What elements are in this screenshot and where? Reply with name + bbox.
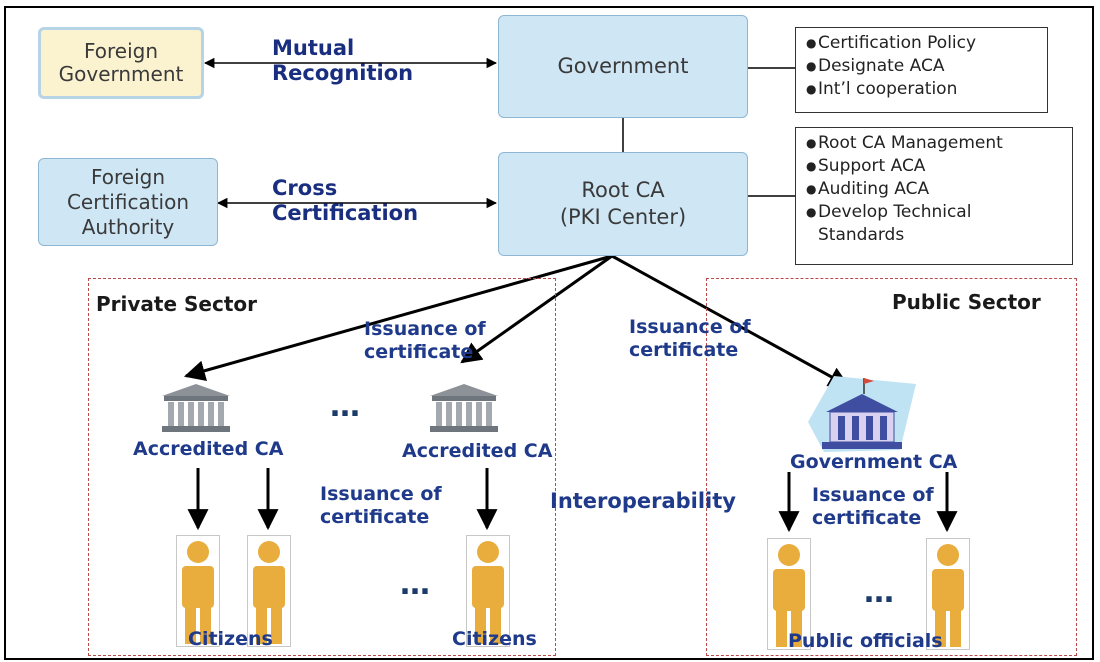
issuance-label-public: Issuance of certificate bbox=[629, 316, 751, 361]
private-sector-title: Private Sector bbox=[96, 292, 257, 316]
citizen-person-icon bbox=[466, 535, 510, 647]
root-ca-roles-list: ●Root CA Management ●Support ACA ●Auditi… bbox=[795, 127, 1073, 265]
public-officials-label: Public officials bbox=[788, 630, 943, 652]
root-ca-role-item: ●Root CA Management bbox=[806, 133, 1003, 153]
mutual-recognition-label: Mutual Recognition bbox=[272, 36, 414, 86]
issuance-label-officials: Issuance of certificate bbox=[812, 484, 934, 529]
government-role-item: ●Int’l cooperation bbox=[806, 79, 958, 99]
ca-ellipsis: … bbox=[330, 389, 362, 424]
government-node: Government bbox=[498, 15, 748, 118]
bank-building-icon bbox=[162, 384, 230, 432]
official-person-icon bbox=[926, 538, 970, 650]
root-ca-node: Root CA (PKI Center) bbox=[498, 152, 748, 256]
accredited-ca-2-label: Accredited CA bbox=[402, 440, 553, 462]
issuance-arrow-ca2 bbox=[460, 254, 613, 364]
root-ca-role-item: ●Develop Technical Standards bbox=[806, 202, 972, 245]
citizen-person-icon bbox=[176, 535, 220, 647]
diagram-frame bbox=[4, 6, 1094, 660]
officials-ellipsis: … bbox=[864, 575, 896, 610]
cross-certification-label: Cross Certification bbox=[272, 176, 419, 226]
bank-building-icon bbox=[430, 384, 498, 432]
citizens-2-label: Citizens bbox=[452, 628, 537, 650]
public-sector-region bbox=[706, 278, 1077, 656]
issuance-arrow-government-ca bbox=[611, 254, 850, 388]
root-ca-role-item: ●Auditing ACA bbox=[806, 179, 930, 199]
official-person-icon bbox=[767, 538, 811, 650]
citizens-1-label: Citizens bbox=[188, 628, 273, 650]
root-ca-role-item: ●Support ACA bbox=[806, 156, 926, 176]
foreign-ca-node: Foreign Certification Authority bbox=[38, 158, 218, 246]
issuance-label-citizens: Issuance of certificate bbox=[320, 483, 442, 528]
issuance-label-private: Issuance of certificate bbox=[364, 318, 486, 363]
public-sector-title: Public Sector bbox=[892, 290, 1041, 314]
citizen-person-icon bbox=[247, 535, 291, 647]
foreign-government-node: Foreign Government bbox=[38, 27, 204, 99]
government-role-item: ●Designate ACA bbox=[806, 56, 945, 76]
government-building-icon bbox=[808, 376, 916, 452]
interoperability-label: Interoperability bbox=[550, 489, 736, 513]
citizens-ellipsis: … bbox=[400, 567, 432, 602]
accredited-ca-1-label: Accredited CA bbox=[133, 438, 284, 460]
issuance-arrow-ca1 bbox=[183, 254, 613, 381]
government-ca-label: Government CA bbox=[790, 451, 958, 473]
government-roles-list: ●Certification Policy ●Designate ACA ●In… bbox=[795, 27, 1048, 113]
government-role-item: ●Certification Policy bbox=[806, 33, 977, 53]
private-sector-region bbox=[88, 278, 556, 656]
